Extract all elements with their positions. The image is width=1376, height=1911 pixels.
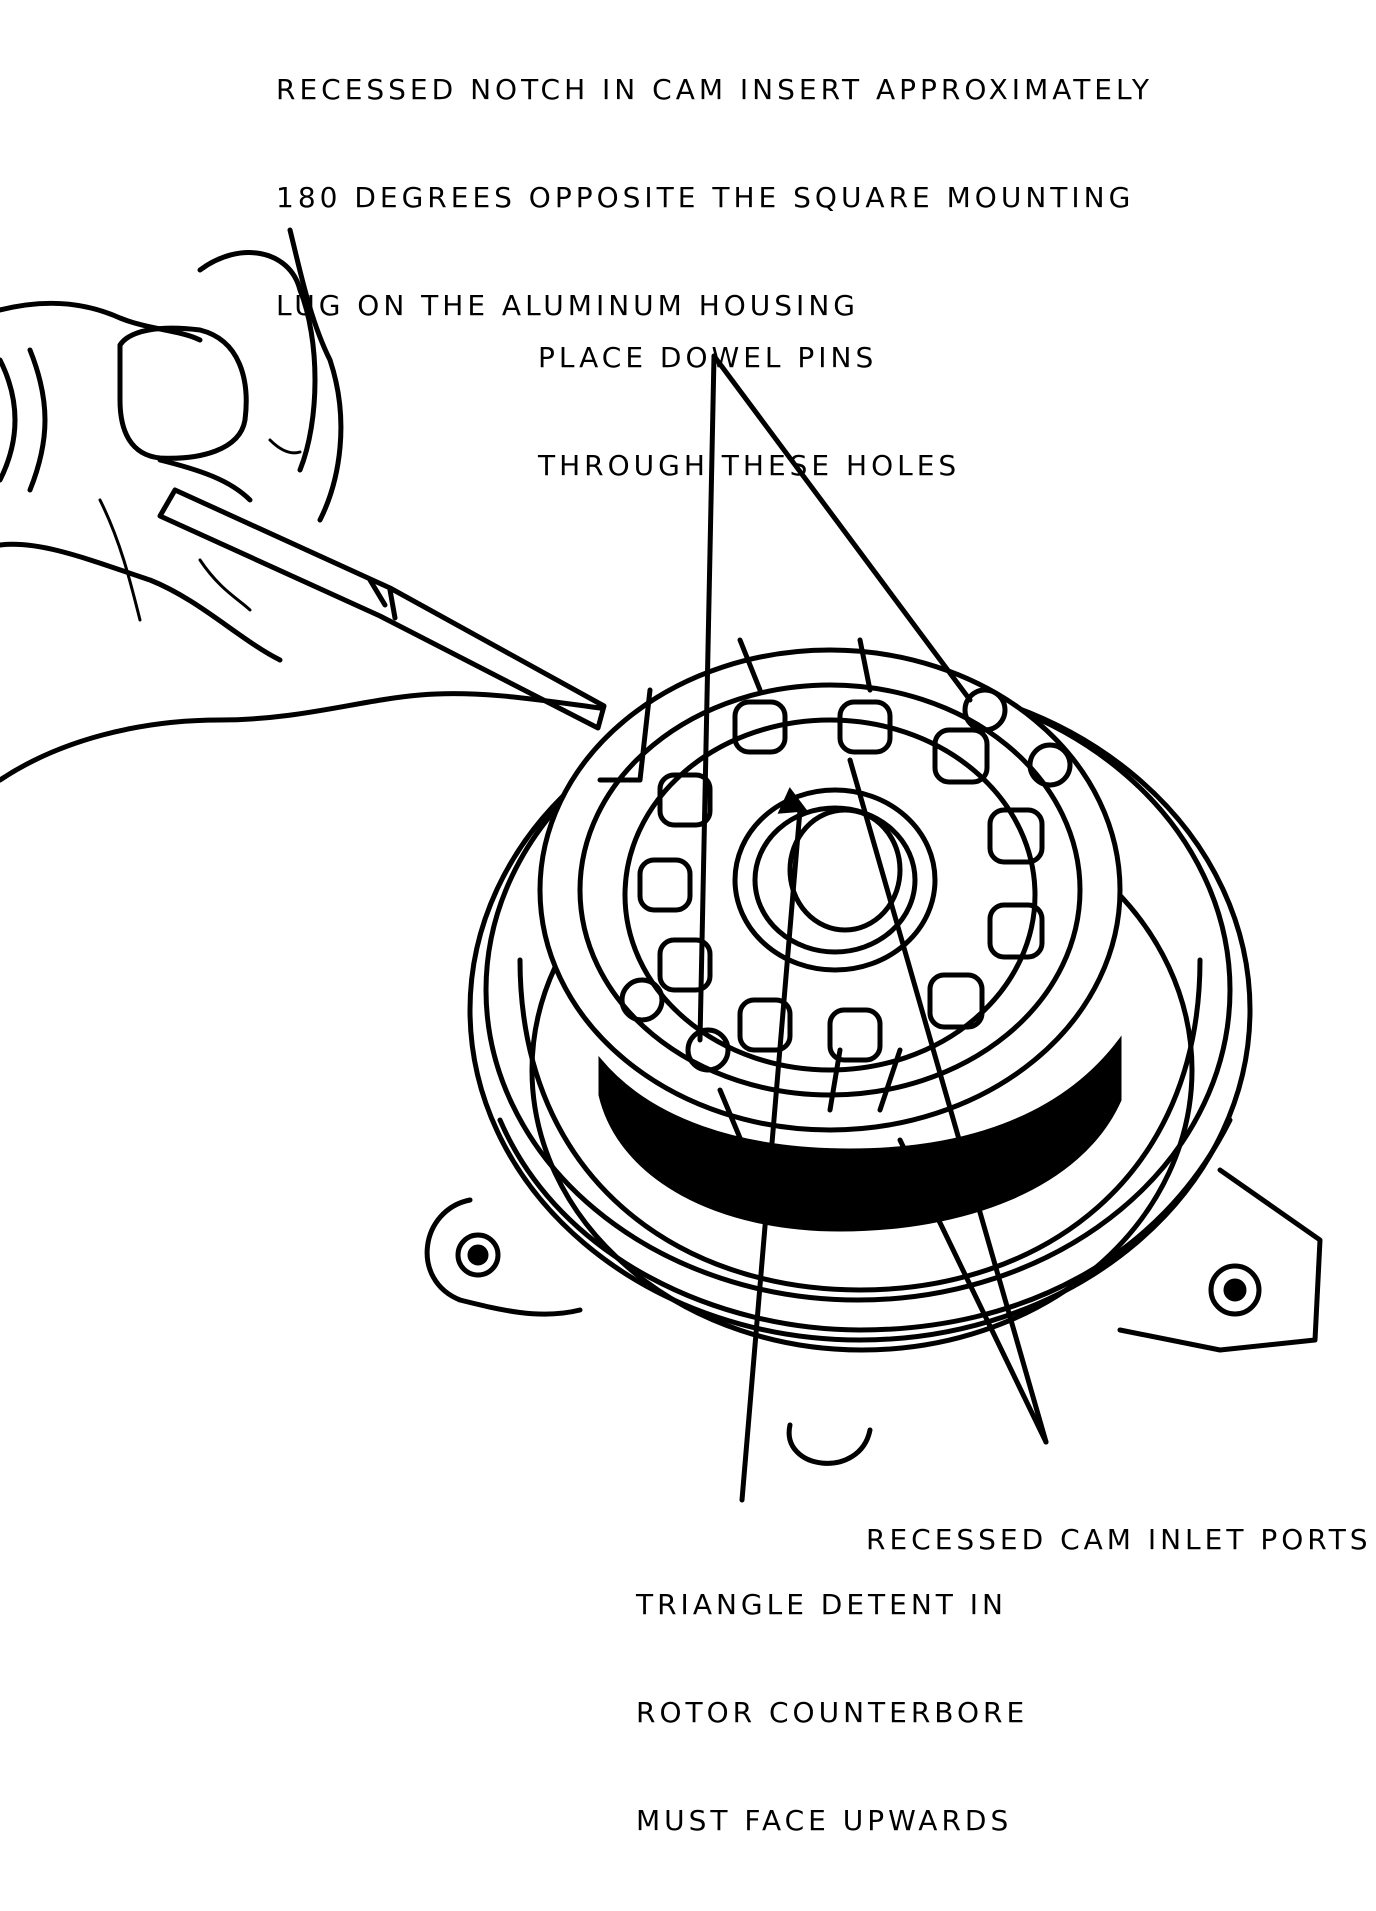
notch-callout-line-3: LUG ON THE ALUMINUM HOUSING (276, 289, 859, 322)
notch-callout: RECESSED NOTCH IN CAM INSERT APPROXIMATE… (276, 0, 1153, 396)
detent-callout-line-1: TRIANGLE DETENT IN (636, 1588, 1008, 1621)
diagram-canvas: RECESSED NOTCH IN CAM INSERT APPROXIMATE… (0, 0, 1368, 1837)
leader-inlet-lower (897, 1137, 1049, 1445)
dowel-callout-line-2: THROUGH THESE HOLES (538, 449, 961, 482)
rotor-slots (637, 699, 1045, 1063)
hand-illustration (0, 227, 607, 783)
dowel-holes (619, 687, 1073, 1073)
detent-callout-line-2: ROTOR COUNTERBORE (636, 1696, 1029, 1729)
notch-callout-line-1: RECESSED NOTCH IN CAM INSERT APPROXIMATE… (276, 73, 1153, 106)
leader-inlet-upper (847, 757, 1049, 1445)
notch-callout-line-2: 180 DEGREES OPPOSITE THE SQUARE MOUNTING (276, 181, 1135, 214)
dowel-callout-line-1: PLACE DOWEL PINS (538, 341, 878, 374)
triangle-detent-callout: TRIANGLE DETENT IN ROTOR COUNTERBORE MUS… (636, 1515, 1028, 1911)
leader-dowel-left (697, 353, 717, 1043)
leader-lines (697, 353, 1049, 1503)
dowel-pins-callout: PLACE DOWEL PINS THROUGH THESE HOLES (538, 268, 960, 556)
leader-dowel-right (711, 353, 973, 703)
pump-housing (424, 637, 1323, 1466)
detent-callout-line-3: MUST FACE UPWARDS (636, 1804, 1013, 1837)
inlet-callout-line-1: RECESSED CAM INLET PORTS (866, 1523, 1372, 1556)
inlet-ports-callout: RECESSED CAM INLET PORTS (866, 1450, 1372, 1630)
assembly-illustration (0, 227, 1323, 1503)
leader-detent (739, 807, 803, 1503)
